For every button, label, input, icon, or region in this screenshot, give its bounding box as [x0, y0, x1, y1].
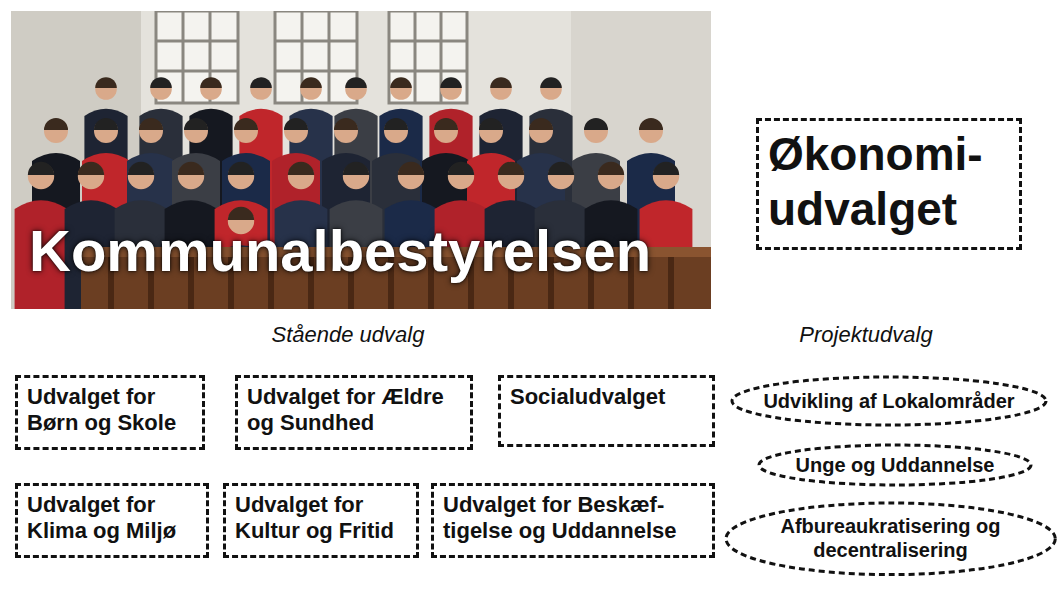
committee-name: Udvalget for Børn og Skole — [27, 384, 193, 437]
committee-name: Udvikling af Lokalområder — [763, 389, 1014, 413]
photo-windows — [156, 11, 467, 103]
person-hair — [434, 118, 458, 130]
person-hair — [390, 77, 412, 88]
person-head — [44, 119, 68, 143]
person-hair — [44, 118, 68, 130]
person-hair — [440, 77, 462, 88]
committee-box: Udvalget for Kultur og Fritid — [223, 483, 419, 558]
person-hair — [300, 77, 322, 88]
person-head — [288, 163, 314, 189]
committee-name: Udvalget for Ældre og Sundhed — [247, 384, 461, 437]
person-head — [529, 119, 553, 143]
project-ellipse: Afbureaukratisering og decentralisering — [724, 501, 1057, 577]
person-head — [200, 78, 222, 100]
person-head — [250, 78, 272, 100]
person-hair — [653, 162, 679, 175]
committee-box: Økonomi- udvalget — [756, 118, 1022, 250]
person-hair — [28, 162, 54, 175]
committee-box: Udvalget for Børn og Skole — [15, 375, 205, 450]
group-heading: Stående udvalg — [272, 322, 425, 348]
person-hair — [384, 118, 408, 130]
person-head — [128, 163, 154, 189]
group-heading: Projektudvalg — [799, 322, 932, 348]
person-head — [498, 163, 524, 189]
person-hair — [598, 162, 624, 175]
committee-name: Udvalget for Beskæf- tigelse og Uddannel… — [443, 492, 703, 545]
committee-name: Unge og Uddannelse — [796, 453, 995, 477]
person-hair — [234, 118, 258, 130]
person-head — [94, 119, 118, 143]
person-head — [345, 78, 367, 100]
person-hair — [200, 77, 222, 88]
person-hair — [529, 118, 553, 130]
person-head — [479, 119, 503, 143]
person-hair — [94, 118, 118, 130]
project-ellipse: Unge og Uddannelse — [757, 443, 1033, 487]
person-head — [334, 119, 358, 143]
person-head — [390, 78, 412, 100]
photo-title: Kommunalbestyrelsen — [29, 219, 651, 283]
person-head — [584, 119, 608, 143]
project-ellipse: Udvikling af Lokalområder — [730, 375, 1048, 427]
person-head — [150, 78, 172, 100]
committee-name: Udvalget for Kultur og Fritid — [235, 492, 407, 545]
ellipse-outline — [732, 377, 1046, 425]
person-head — [95, 78, 117, 100]
person-hair — [490, 77, 512, 88]
person-hair — [288, 162, 314, 175]
person-hair — [343, 162, 369, 175]
person-hair — [78, 162, 104, 175]
person-hair — [150, 77, 172, 88]
council-node: Kommunalbestyrelsen — [11, 11, 711, 309]
person-hair — [228, 162, 254, 175]
person-head — [228, 163, 254, 189]
committee-box: Socialudvalget — [498, 375, 715, 447]
person-head — [28, 163, 54, 189]
committee-name: Udvalget for Klima og Miljø — [27, 492, 197, 545]
person-hair — [548, 162, 574, 175]
person-hair — [479, 118, 503, 130]
person-head — [434, 119, 458, 143]
person-head — [184, 119, 208, 143]
person-head — [440, 78, 462, 100]
person-hair — [184, 118, 208, 130]
person-hair — [139, 118, 163, 130]
committee-box: Udvalget for Beskæf- tigelse og Uddannel… — [431, 483, 715, 558]
ellipse-outline — [724, 501, 1057, 577]
person-head — [78, 163, 104, 189]
person-hair — [498, 162, 524, 175]
person-hair — [334, 118, 358, 130]
person-hair — [448, 162, 474, 175]
person-head — [300, 78, 322, 100]
committee-box: Udvalget for Ældre og Sundhed — [235, 375, 473, 450]
committee-name: Afbureaukratisering og decentralisering — [758, 514, 1023, 562]
person-hair — [128, 162, 154, 175]
person-head — [284, 119, 308, 143]
person-hair — [250, 77, 272, 88]
person-hair — [178, 162, 204, 175]
person-head — [234, 119, 258, 143]
person-hair — [584, 118, 608, 130]
ellipse-outline — [726, 503, 1055, 575]
person-hair — [345, 77, 367, 88]
committee-box: Udvalget for Klima og Miljø — [15, 483, 209, 558]
person-head — [540, 78, 562, 100]
person-hair — [284, 118, 308, 130]
person-head — [639, 119, 663, 143]
person-head — [178, 163, 204, 189]
person-head — [490, 78, 512, 100]
person-hair — [540, 77, 562, 88]
photo-people — [15, 77, 693, 309]
committee-name: Økonomi- udvalget — [768, 127, 1010, 237]
committee-name: Socialudvalget — [510, 384, 703, 410]
person-hair — [95, 77, 117, 88]
ellipse-outline — [759, 445, 1031, 485]
person-hair — [639, 118, 663, 130]
person-head — [384, 119, 408, 143]
person-head — [139, 119, 163, 143]
person-hair — [398, 162, 424, 175]
